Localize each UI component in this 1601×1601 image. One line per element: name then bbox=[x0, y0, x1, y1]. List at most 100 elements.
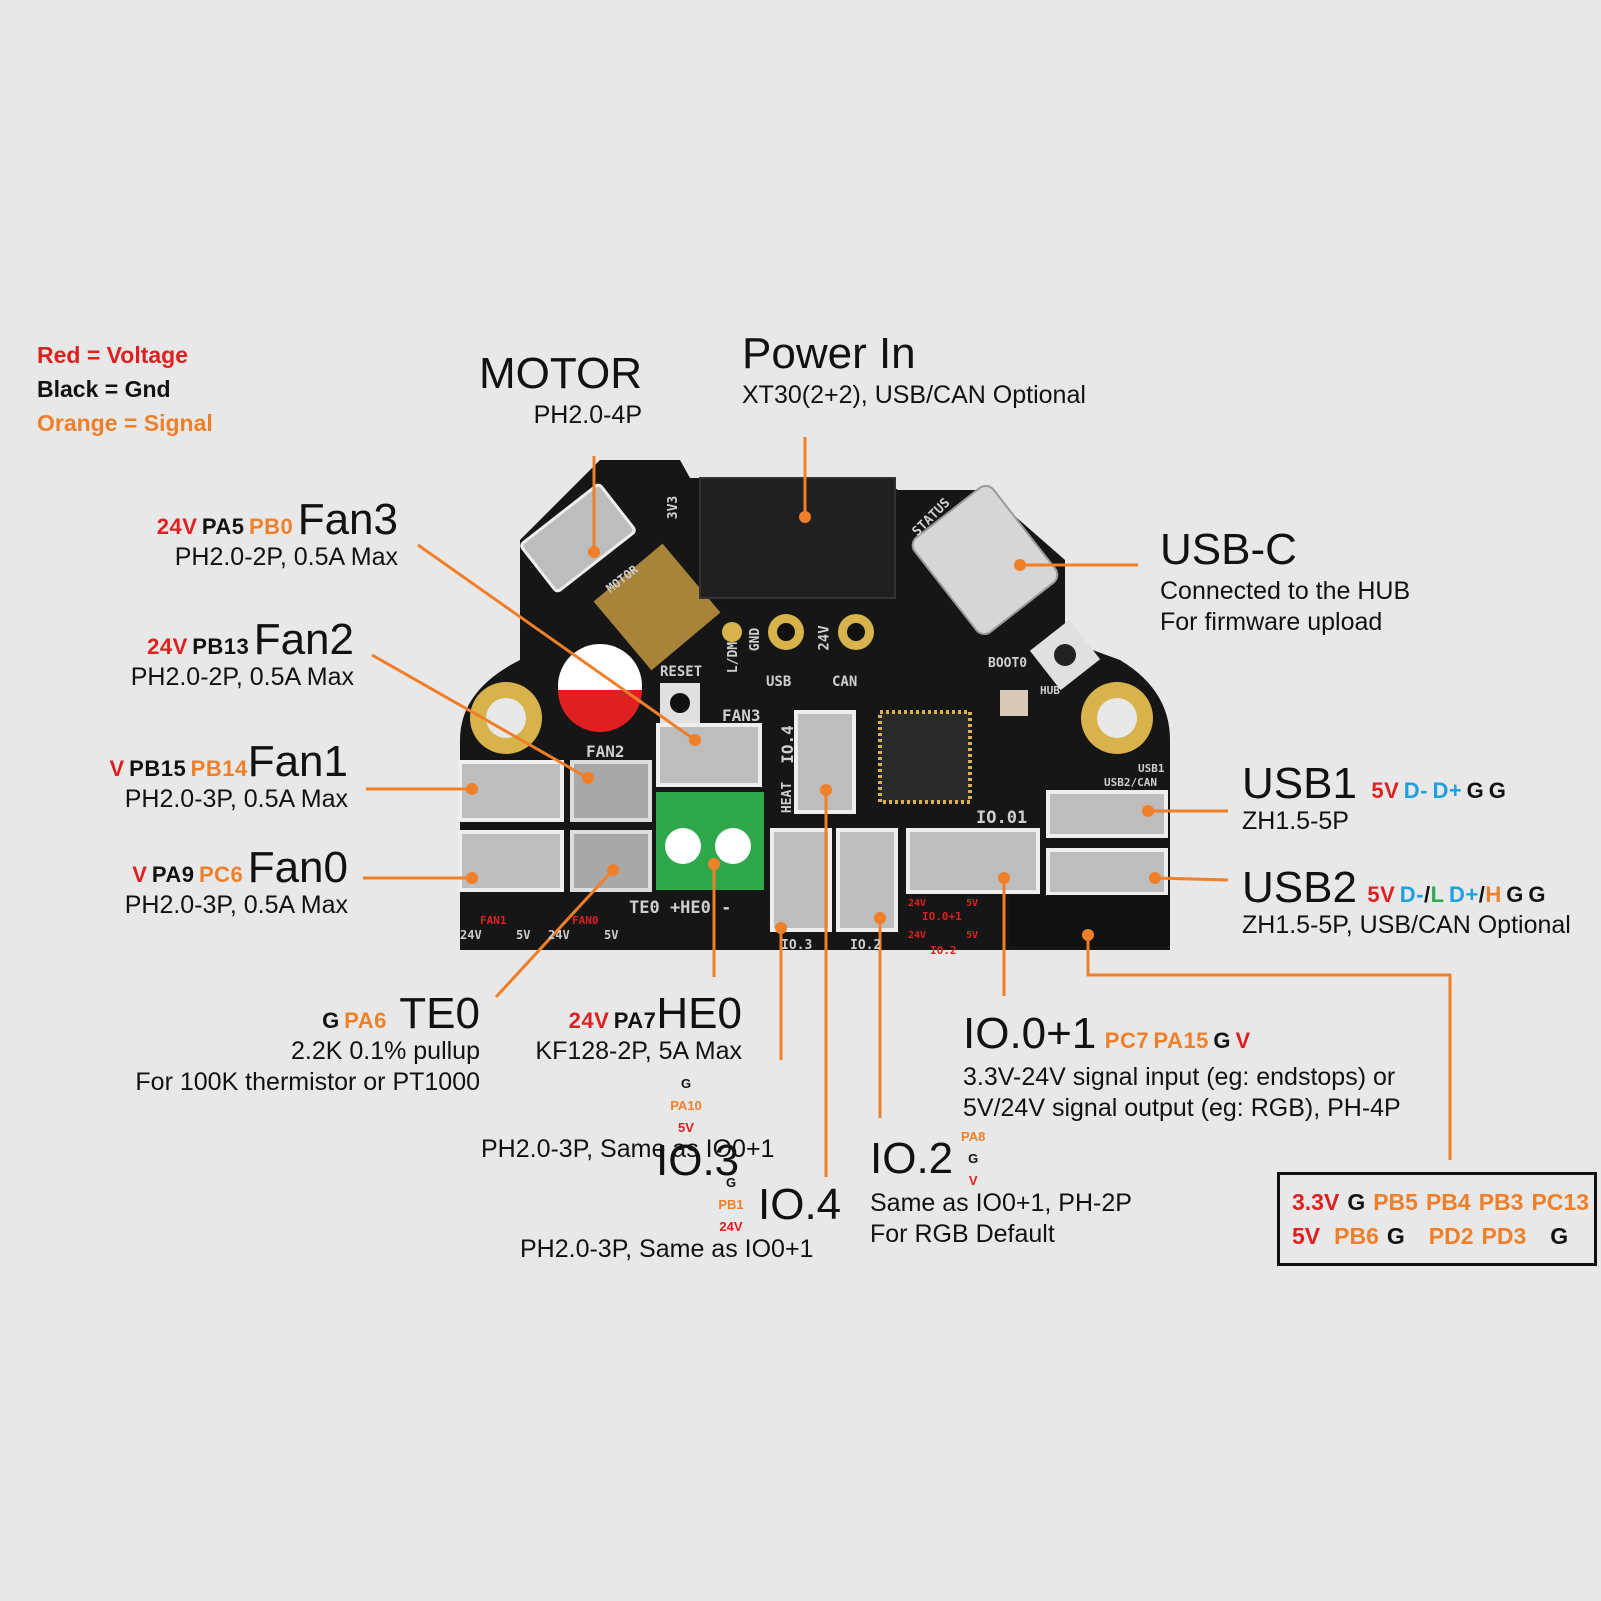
io2-connector bbox=[836, 828, 898, 932]
silk-te0-he0: TE0 +HE0 - bbox=[629, 898, 732, 918]
io2-desc: Same as IO0+1, PH-2P For RGB Default bbox=[870, 1188, 1132, 1251]
fan1-signal-pin: PB14 bbox=[190, 756, 248, 781]
hdr-r1-p6: PC13 bbox=[1531, 1189, 1590, 1215]
fan2-voltage-pin: 24V bbox=[147, 634, 188, 659]
silk-can: CAN bbox=[832, 674, 858, 690]
silk-usb1: USB1 bbox=[1138, 762, 1165, 775]
usb2-callout: USB2 5V D-/L D+/H G G ZH1.5-5P, USB/CAN … bbox=[1242, 866, 1571, 941]
usb2-pin-canl: L bbox=[1430, 882, 1445, 907]
hdr-r1-p1: 3.3V bbox=[1292, 1189, 1340, 1215]
hdr-r2-p4: PD2 bbox=[1428, 1223, 1474, 1249]
io01-line1: 3.3V-24V signal input (eg: endstops) or bbox=[963, 1063, 1396, 1091]
silk-fan3: FAN3 bbox=[722, 706, 761, 725]
io01-line2: 5V/24V signal output (eg: RGB), PH-4P bbox=[963, 1094, 1401, 1123]
usb2-pin-5v: 5V bbox=[1367, 882, 1396, 907]
io3-connector bbox=[770, 828, 832, 932]
io01-callout: IO.0+1 PC7 PA15 G V 3.3V-24V signal inpu… bbox=[963, 1012, 1401, 1125]
hdr-r2-p6: G bbox=[1550, 1223, 1569, 1249]
usb2-pin-g2: G bbox=[1528, 882, 1546, 907]
usb2-pin-dm: D- bbox=[1399, 882, 1424, 907]
fan3-signal-pin: PB0 bbox=[248, 514, 294, 539]
io2-pin-signal: PA8 bbox=[960, 1129, 986, 1144]
fan0-gnd-pin: PA9 bbox=[151, 862, 195, 887]
he0-gnd-pin: PA7 bbox=[613, 1008, 657, 1033]
io2-title: IO.2 bbox=[870, 1134, 954, 1183]
silk-ldm: L/DM bbox=[726, 641, 742, 674]
silk-hdr-io2: IO.2 bbox=[930, 944, 957, 957]
usb2-slash-1: / bbox=[1424, 882, 1431, 907]
silk-fan2: FAN2 bbox=[586, 742, 625, 761]
silk-io01: IO.01 bbox=[976, 808, 1028, 828]
motor-title: MOTOR bbox=[479, 349, 642, 398]
usb1-title: USB1 bbox=[1242, 759, 1357, 808]
usb2-connector bbox=[1046, 848, 1168, 896]
io3-pin-stack: G PA10 5V IO.3 bbox=[656, 1073, 796, 1183]
buzzer bbox=[593, 543, 721, 671]
silk-usb: USB bbox=[766, 674, 792, 690]
io01-pin-pc7: PC7 bbox=[1104, 1028, 1150, 1053]
io3-spec: PH2.0-3P, Same as IO0+1 bbox=[481, 1135, 775, 1163]
silk-boot0: BOOT0 bbox=[988, 656, 1028, 671]
power-spec: XT30(2+2), USB/CAN Optional bbox=[742, 381, 1086, 409]
hdr-r2-p2: PB6 bbox=[1334, 1223, 1379, 1249]
io4-pin-stack: G PB1 24V IO.4 bbox=[704, 1172, 844, 1238]
usbc-line1: Connected to the HUB bbox=[1160, 577, 1411, 605]
hdr-r2-p5: PD3 bbox=[1481, 1223, 1527, 1249]
usb2-title: USB2 bbox=[1242, 863, 1357, 912]
fan0-callout: V PA9 PC6 Fan0 PH2.0-3P, 0.5A Max bbox=[60, 846, 348, 921]
io3-pin-signal: PA10 bbox=[670, 1098, 702, 1113]
io01-title: IO.0+1 bbox=[963, 1009, 1097, 1058]
fan2-connector bbox=[570, 760, 652, 822]
motor-spec: PH2.0-4P bbox=[533, 401, 642, 429]
io4-title: IO.4 bbox=[758, 1180, 842, 1229]
usb-c-port bbox=[911, 484, 1059, 636]
fan3-callout: 24V PA5 PB0 Fan3 PH2.0-2P, 0.5A Max bbox=[100, 498, 398, 573]
hdr-r2-p1: 5V bbox=[1292, 1223, 1321, 1249]
hdr-r1-p4: PB4 bbox=[1425, 1189, 1471, 1215]
silk-fan-24v-b: 24V bbox=[548, 928, 570, 942]
usb1-pin-dp: D+ bbox=[1432, 778, 1463, 803]
mcu-chip bbox=[878, 710, 972, 804]
fan2-title: Fan2 bbox=[253, 615, 354, 664]
silk-fan1: FAN1 bbox=[480, 914, 507, 927]
io01-pin-pa15: PA15 bbox=[1153, 1028, 1209, 1053]
silk-hdr-5v: 5V bbox=[966, 898, 979, 909]
io3-pin-g: G bbox=[680, 1076, 692, 1091]
io4-pin-signal: PB1 bbox=[718, 1197, 744, 1212]
silk-io2: IO.2 bbox=[850, 938, 882, 953]
xt30-connector bbox=[699, 477, 896, 599]
usb1-spec: ZH1.5-5P bbox=[1242, 807, 1349, 835]
usb2-slash-2: / bbox=[1478, 882, 1486, 907]
te0-line1: 2.2K 0.1% pullup bbox=[290, 1037, 480, 1065]
usb2-spec: ZH1.5-5P, USB/CAN Optional bbox=[1242, 911, 1571, 939]
fan2-spec: PH2.0-2P, 0.5A Max bbox=[130, 663, 354, 691]
fan3-connector bbox=[656, 723, 762, 787]
fan1-gnd-pin: PB15 bbox=[129, 756, 187, 781]
legend-gnd: Black = Gnd bbox=[37, 376, 171, 402]
leader-lines bbox=[363, 437, 1452, 1177]
silk-3v3: 3V3 bbox=[666, 495, 682, 520]
legend-voltage: Red = Voltage bbox=[37, 342, 189, 368]
io01-pin-v: V bbox=[1235, 1028, 1251, 1053]
usb1-pin-dm: D- bbox=[1403, 778, 1428, 803]
te0-title: TE0 bbox=[399, 989, 480, 1038]
fan1-title: Fan1 bbox=[247, 737, 348, 786]
silk-hub: HUB bbox=[1040, 684, 1060, 697]
io01-connector bbox=[906, 828, 1040, 894]
te0-line2: For 100K thermistor or PT1000 bbox=[135, 1068, 480, 1097]
fan1-spec: PH2.0-3P, 0.5A Max bbox=[124, 785, 348, 813]
silk-hdr-24v-b: 24V bbox=[908, 930, 927, 941]
silk-reset: RESET bbox=[660, 664, 703, 680]
usbc-line2: For firmware upload bbox=[1160, 608, 1383, 637]
fan2-gnd-pin: PB13 bbox=[192, 634, 250, 659]
fan3-spec: PH2.0-2P, 0.5A Max bbox=[174, 543, 398, 571]
usbc-title: USB-C bbox=[1160, 525, 1297, 574]
silk-gnd: GND bbox=[748, 627, 764, 652]
fan1-callout: V PB15 PB14Fan1 PH2.0-3P, 0.5A Max bbox=[60, 740, 348, 815]
usb1-pin-g2: G bbox=[1488, 778, 1507, 803]
te0-gnd-pin: G bbox=[322, 1008, 340, 1033]
hdr-r1-p3: PB5 bbox=[1373, 1189, 1418, 1215]
